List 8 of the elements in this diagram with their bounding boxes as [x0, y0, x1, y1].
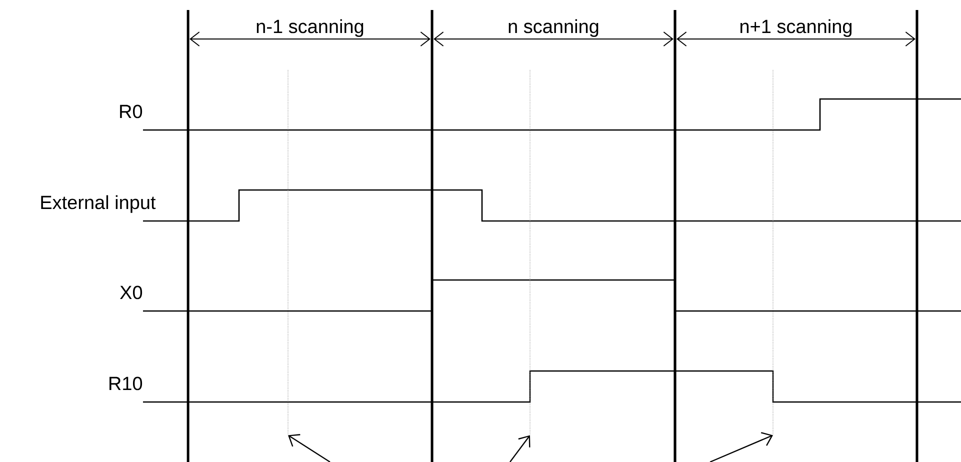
- arrow: [288, 434, 330, 462]
- signal-name: R10: [110, 376, 142, 390]
- arrow: [710, 432, 773, 462]
- signal-name: External input: [41, 195, 156, 213]
- arrow: [510, 435, 530, 462]
- signal-name: X0: [120, 286, 142, 300]
- signal-name: R0: [120, 104, 142, 118]
- sample-point-line: [772, 70, 774, 436]
